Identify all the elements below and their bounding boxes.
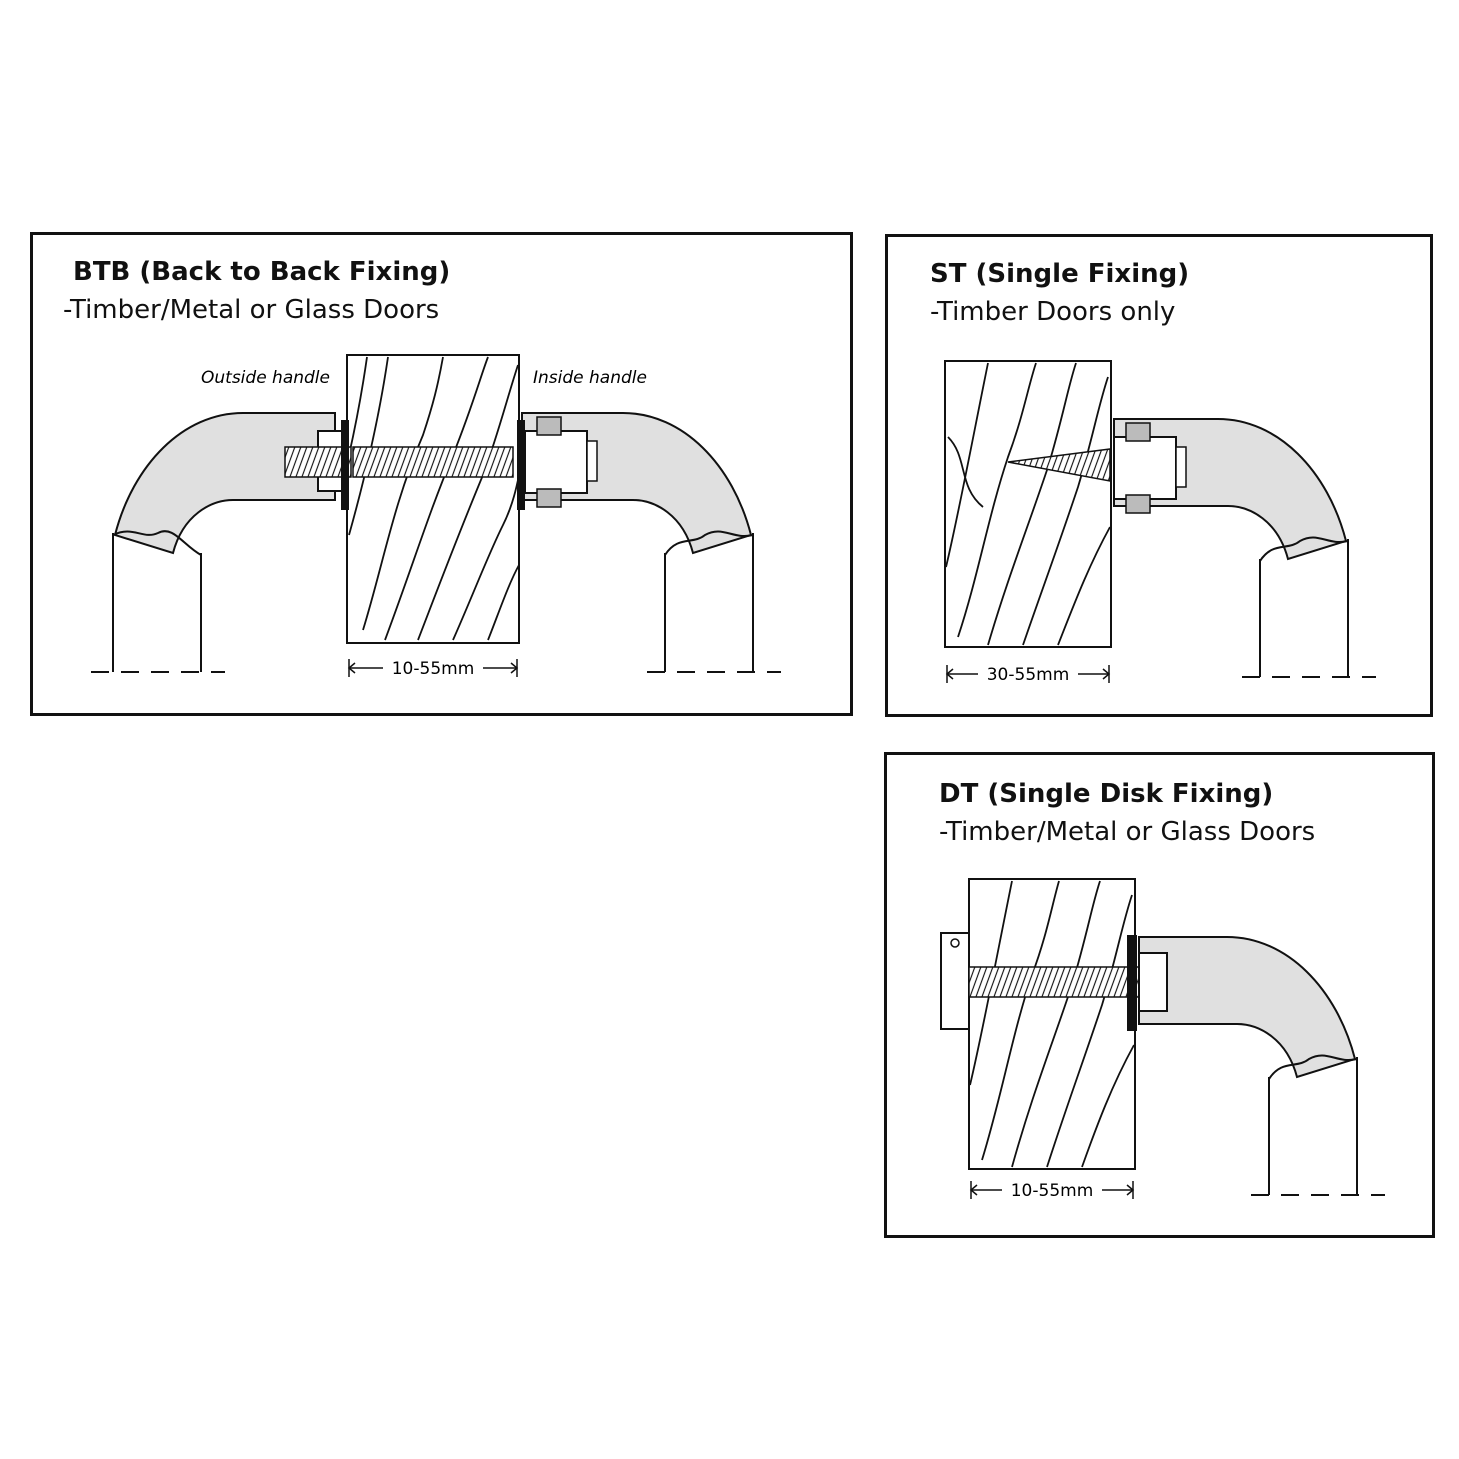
door-section <box>944 360 1112 648</box>
disk-plate <box>940 932 970 1030</box>
dt-subtitle: -Timber/Metal or Glass Doors <box>939 817 1316 847</box>
dt-title: DT (Single Disk Fixing) <box>939 779 1274 809</box>
dt-dimension: 10-55mm <box>969 1181 1135 1201</box>
door-section <box>346 354 520 644</box>
dt-handle <box>1127 935 1358 1195</box>
btb-subtitle: -Timber/Metal or Glass Doors <box>63 295 440 325</box>
btb-title: BTB (Back to Back Fixing) <box>73 257 451 287</box>
dt-dimension-label: 10-55mm <box>1011 1181 1094 1201</box>
dt-diagram: 10-55mm <box>940 878 1385 1201</box>
st-handle <box>1113 418 1349 677</box>
st-title: ST (Single Fixing) <box>930 259 1190 289</box>
wood-screw <box>1007 448 1111 482</box>
inside-handle <box>517 412 754 672</box>
st-subtitle: -Timber Doors only <box>930 297 1176 327</box>
st-dimension: 30-55mm <box>945 665 1111 685</box>
inside-handle-label: Inside handle <box>533 368 647 388</box>
btb-diagram: Outside handle Inside handle 10-55mm <box>91 354 781 679</box>
outside-handle <box>112 412 352 672</box>
st-diagram: 30-55mm <box>944 360 1376 685</box>
st-panel: ST (Single Fixing) -Timber Doors only <box>885 234 1433 717</box>
door-section <box>968 878 1136 1170</box>
outside-handle-label: Outside handle <box>201 368 330 388</box>
btb-dimension: 10-55mm <box>347 659 519 679</box>
st-dimension-label: 30-55mm <box>987 665 1070 685</box>
dt-panel: DT (Single Disk Fixing) -Timber/Metal or… <box>884 752 1435 1238</box>
btb-bolt <box>352 446 514 478</box>
btb-panel: BTB (Back to Back Fixing) -Timber/Metal … <box>30 232 853 716</box>
btb-dimension-label: 10-55mm <box>392 659 475 679</box>
